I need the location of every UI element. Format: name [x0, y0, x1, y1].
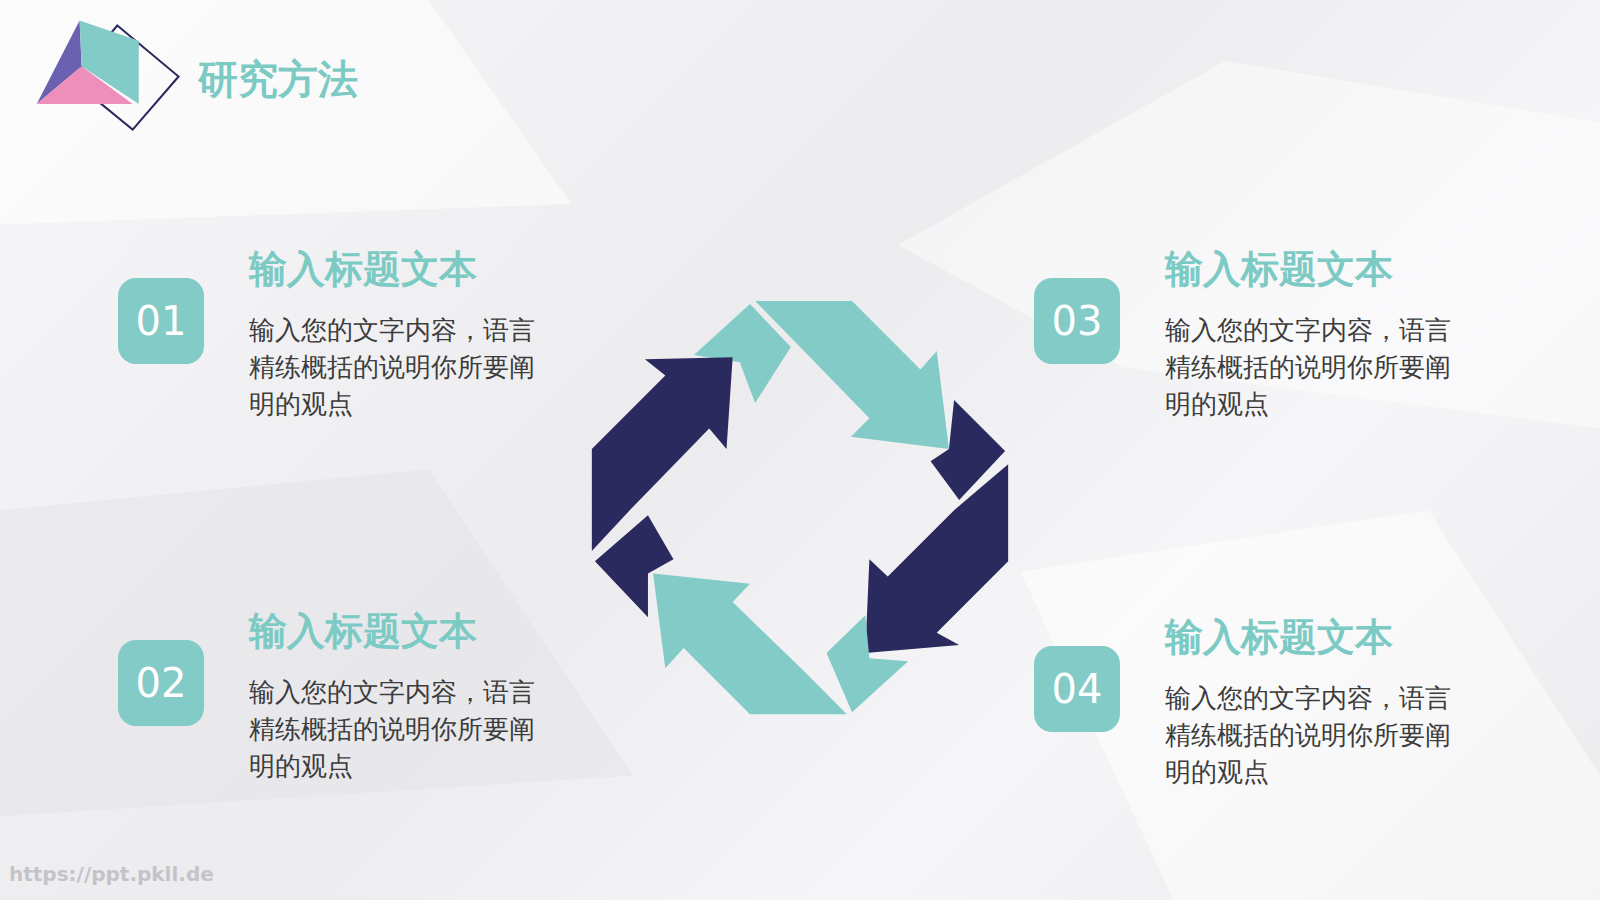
watermark: https://ppt.pkll.de: [9, 862, 214, 886]
bg-facet: [0, 469, 633, 816]
method-item: 01输入标题文本输入您的文字内容，语言精练概括的说明你所要阐明的观点: [118, 278, 204, 364]
item-heading: 输入标题文本: [1165, 612, 1393, 663]
logo-cube: [37, 20, 179, 129]
number-badge: 01: [118, 278, 204, 364]
item-body: 输入您的文字内容，语言精练概括的说明你所要阐明的观点: [1165, 312, 1465, 423]
item-heading: 输入标题文本: [1165, 244, 1393, 295]
method-item: 03输入标题文本输入您的文字内容，语言精练概括的说明你所要阐明的观点: [1034, 278, 1120, 364]
number-badge: 04: [1034, 646, 1120, 732]
item-heading: 输入标题文本: [249, 606, 477, 657]
item-body: 输入您的文字内容，语言精练概括的说明你所要阐明的观点: [249, 674, 549, 785]
method-item: 02输入标题文本输入您的文字内容，语言精练概括的说明你所要阐明的观点: [118, 640, 204, 726]
number-badge: 03: [1034, 278, 1120, 364]
cycle-arrows: [592, 301, 1008, 714]
item-heading: 输入标题文本: [249, 244, 477, 295]
method-item: 04输入标题文本输入您的文字内容，语言精练概括的说明你所要阐明的观点: [1034, 646, 1120, 732]
slide-title: 研究方法: [198, 52, 358, 107]
bg-facet: [1020, 510, 1600, 900]
number-badge: 02: [118, 640, 204, 726]
bg-facet: [0, 0, 571, 224]
item-body: 输入您的文字内容，语言精练概括的说明你所要阐明的观点: [1165, 680, 1465, 791]
item-body: 输入您的文字内容，语言精练概括的说明你所要阐明的观点: [249, 312, 549, 423]
bg-facet: [898, 61, 1600, 428]
